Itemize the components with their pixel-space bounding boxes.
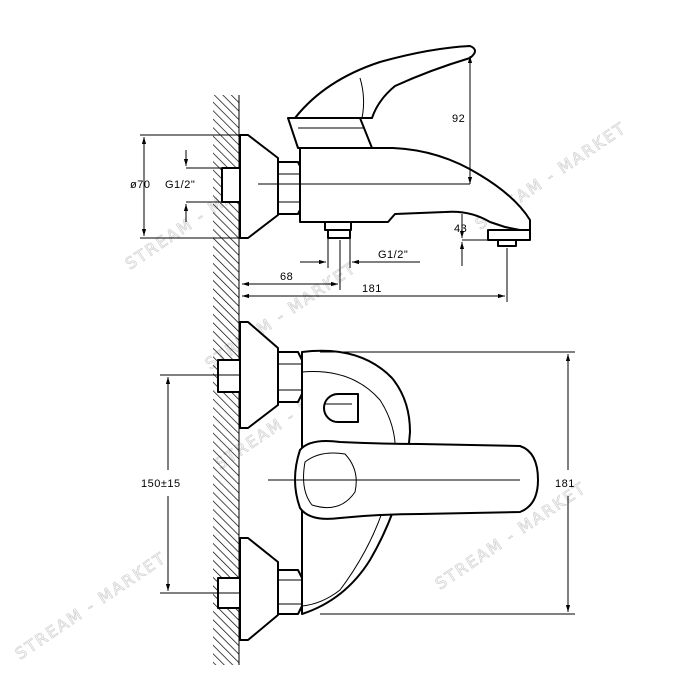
- front-view-dimensions: 150±15 181: [141, 351, 575, 615]
- side-view: [221, 45, 531, 247]
- dim-thread-inlet-label: G1/2": [165, 179, 195, 191]
- dim-width-label: 181: [555, 478, 575, 490]
- dim-diameter-label: ø70: [130, 179, 150, 191]
- dim-length-label: 181: [362, 283, 382, 295]
- side-view-dimensions: ø70 G1/2" 92 43 G1/2" 68 181: [130, 56, 508, 302]
- dim-offset-label: 68: [280, 271, 293, 283]
- front-view: [217, 321, 539, 641]
- watermark-5: STREAM - MARKET: [12, 548, 170, 663]
- dim-thread-outlet-label: G1/2": [378, 249, 408, 261]
- dim-centers-label: 150±15: [141, 478, 181, 490]
- dim-height-top-label: 92: [452, 113, 465, 125]
- dim-height-spout-label: 43: [454, 223, 467, 235]
